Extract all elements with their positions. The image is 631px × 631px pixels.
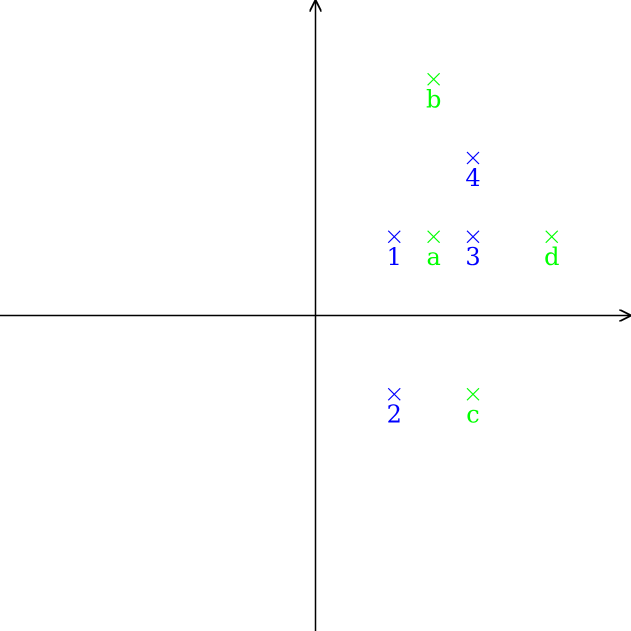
point-marker [387,387,401,401]
point-d: d [544,230,559,271]
point-label: 3 [465,243,480,271]
point-marker [466,387,480,401]
point-marker [427,72,441,86]
point-marker [466,230,480,244]
point-marker [545,230,559,244]
point-marker [466,151,480,165]
point-3: 3 [465,230,481,271]
point-2: 2 [387,387,402,428]
point-a: a [426,230,441,271]
point-label: 4 [465,164,480,192]
point-marker [427,230,441,244]
point-4: 4 [465,151,481,192]
point-1: 1 [387,230,402,271]
point-label: d [544,243,559,271]
point-label: 2 [387,400,402,428]
point-label: b [426,85,441,113]
point-label: 1 [387,243,402,271]
point-c: c [466,387,480,428]
points-layer: 1 2 3 4 a b c d [387,72,559,428]
point-b: b [426,72,441,113]
point-label: a [426,243,440,271]
point-marker [387,230,401,244]
point-label: c [466,400,479,428]
